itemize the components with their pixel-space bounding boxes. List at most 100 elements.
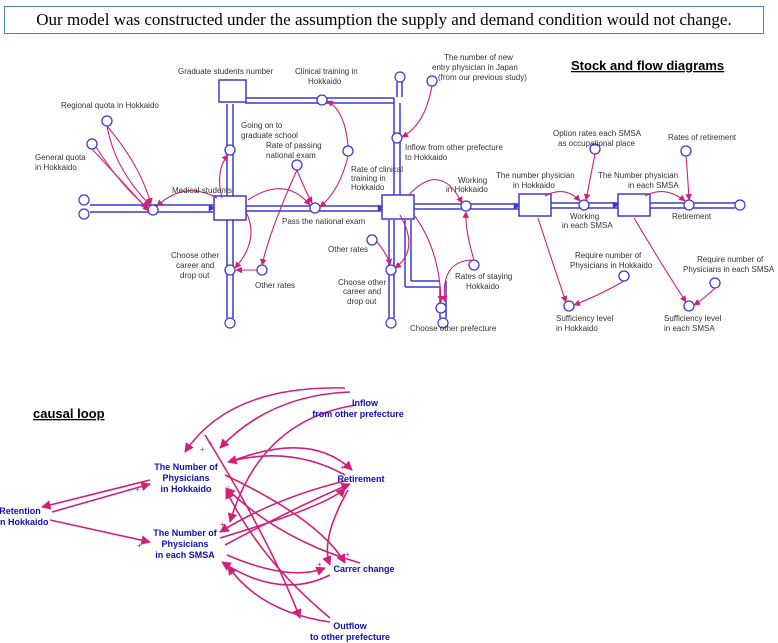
svg-text:Rate of clinical: Rate of clinical (351, 165, 403, 174)
svg-text:+: + (345, 550, 350, 559)
svg-text:career and: career and (343, 287, 381, 296)
causal-links (41, 387, 361, 623)
cloud-icon (394, 71, 406, 83)
svg-text:in Hokkaido: in Hokkaido (35, 163, 77, 172)
svg-text:Carrer change: Carrer change (333, 564, 394, 574)
svg-text:graduate school: graduate school (241, 131, 298, 140)
cloud-icon (437, 317, 449, 329)
svg-text:The Number of: The Number of (154, 462, 219, 472)
svg-text:Rates of retirement: Rates of retirement (668, 133, 737, 142)
svg-text:Physicians in Hokkaido: Physicians in Hokkaido (570, 261, 653, 270)
svg-text:Retirement: Retirement (337, 474, 384, 484)
svg-text:Clinical training in: Clinical training in (295, 67, 358, 76)
svg-text:Other rates: Other rates (255, 281, 295, 290)
svg-text:Retirement: Retirement (672, 212, 712, 221)
svg-text:Number physician: Number physician (614, 171, 678, 180)
cloud-icon (734, 199, 746, 211)
svg-text:Hokkaido: Hokkaido (308, 77, 342, 86)
cloud-icon (78, 194, 90, 206)
svg-text:Hokkaido: Hokkaido (466, 282, 500, 291)
svg-text:in each SMSA: in each SMSA (562, 221, 613, 230)
svg-text:-: - (227, 482, 230, 491)
svg-text:from other prefecture: from other prefecture (312, 409, 404, 419)
svg-text:in Hokkaido: in Hokkaido (446, 185, 488, 194)
svg-text:Option rates each SMSA: Option rates each SMSA (553, 129, 642, 138)
stocks (213, 79, 651, 221)
svg-text:in each SMSA: in each SMSA (628, 181, 679, 190)
stock-physicians-hokkaido (518, 193, 552, 217)
svg-text:+: + (208, 439, 213, 448)
svg-text:to Hokkaido: to Hokkaido (405, 153, 448, 162)
svg-text:(from our previous study): (from our previous study) (438, 73, 527, 82)
polarity-marks: ++ -+ +- ++ ++ (135, 439, 350, 569)
svg-text:Regional quota in Hokkaido: Regional quota in Hokkaido (61, 101, 159, 110)
cloud-icon (78, 208, 90, 220)
svg-text:drop out: drop out (347, 297, 377, 306)
causal-loop-title: causal loop (33, 406, 105, 421)
svg-text:Inflow: Inflow (352, 398, 379, 408)
svg-text:Retention: Retention (0, 506, 41, 516)
svg-text:to other prefecture: to other prefecture (310, 632, 390, 642)
svg-text:training in: training in (351, 174, 386, 183)
svg-text:Other rates: Other rates (328, 245, 368, 254)
stock-physicians-smsa (617, 193, 651, 217)
svg-text:+: + (200, 445, 205, 454)
stock-flow-title: Stock and flow diagrams (571, 58, 724, 73)
svg-text:Physicians: Physicians (162, 473, 209, 483)
svg-text:-: - (227, 560, 230, 569)
svg-text:in each SMSA: in each SMSA (664, 324, 715, 333)
svg-text:Rates of staying: Rates of staying (455, 272, 512, 281)
info-links (91, 85, 716, 306)
cloud-icon (385, 317, 397, 329)
svg-text:in each SMSA: in each SMSA (155, 550, 215, 560)
svg-text:Sufficiency level: Sufficiency level (556, 314, 613, 323)
svg-text:Sufficiency level: Sufficiency level (664, 314, 721, 323)
svg-text:General quota: General quota (35, 153, 86, 162)
svg-text:Outflow: Outflow (333, 621, 367, 631)
svg-text:Require number of: Require number of (697, 255, 764, 264)
cloud-icon (224, 317, 236, 329)
svg-text:+: + (317, 560, 322, 569)
svg-text:+: + (135, 485, 140, 494)
cloud-icons (78, 71, 746, 329)
svg-text:Pass the national exam: Pass the national exam (282, 217, 365, 226)
causal-loop-labels: Inflow from other prefecture The Number … (0, 398, 404, 642)
svg-text:Choose other: Choose other (338, 278, 386, 287)
svg-text:Working: Working (570, 212, 599, 221)
auxiliaries (86, 75, 721, 314)
assumption-banner: Our model was constructed under the assu… (4, 6, 764, 34)
svg-text:Rate of passing: Rate of passing (266, 141, 322, 150)
svg-text:Physicians in each SMSA: Physicians in each SMSA (683, 265, 775, 274)
svg-text:Choose other: Choose other (171, 251, 219, 260)
svg-text:in Hokkaido: in Hokkaido (160, 484, 212, 494)
svg-text:+: + (340, 463, 345, 472)
svg-text:Require number of: Require number of (575, 251, 642, 260)
stock-physicians-entry (381, 194, 415, 220)
svg-text:in Hokkaido: in Hokkaido (513, 181, 555, 190)
svg-text:drop out: drop out (180, 271, 210, 280)
svg-text:in Hokkaido: in Hokkaido (0, 517, 49, 527)
svg-text:Physicians: Physicians (161, 539, 208, 549)
svg-text:The number of new: The number of new (444, 53, 513, 62)
svg-text:Hokkaido: Hokkaido (351, 183, 385, 192)
svg-text:The number physician: The number physician (496, 171, 575, 180)
svg-text:career and: career and (176, 261, 214, 270)
svg-text:The: The (598, 171, 612, 180)
svg-text:The Number of: The Number of (153, 528, 218, 538)
svg-text:national exam: national exam (266, 151, 316, 160)
sf-labels: Graduate students number Clinical traini… (35, 53, 775, 333)
svg-text:Choose other prefecture: Choose other prefecture (410, 324, 497, 333)
label-graduate-students: Graduate students number (178, 67, 274, 76)
svg-text:Inflow from other prefecture: Inflow from other prefecture (405, 143, 503, 152)
svg-text:in Hokkaido: in Hokkaido (556, 324, 598, 333)
svg-text:Medical students: Medical students (172, 186, 232, 195)
svg-text:Going on to: Going on to (241, 121, 283, 130)
svg-text:Working: Working (458, 176, 487, 185)
stock-graduate-students (218, 79, 247, 103)
svg-text:entry physician in Japan: entry physician in Japan (432, 63, 518, 72)
stock-medical-students (213, 195, 247, 221)
svg-text:+: + (220, 520, 225, 529)
svg-text:as occupational place: as occupational place (558, 139, 635, 148)
svg-text:+: + (137, 541, 142, 550)
